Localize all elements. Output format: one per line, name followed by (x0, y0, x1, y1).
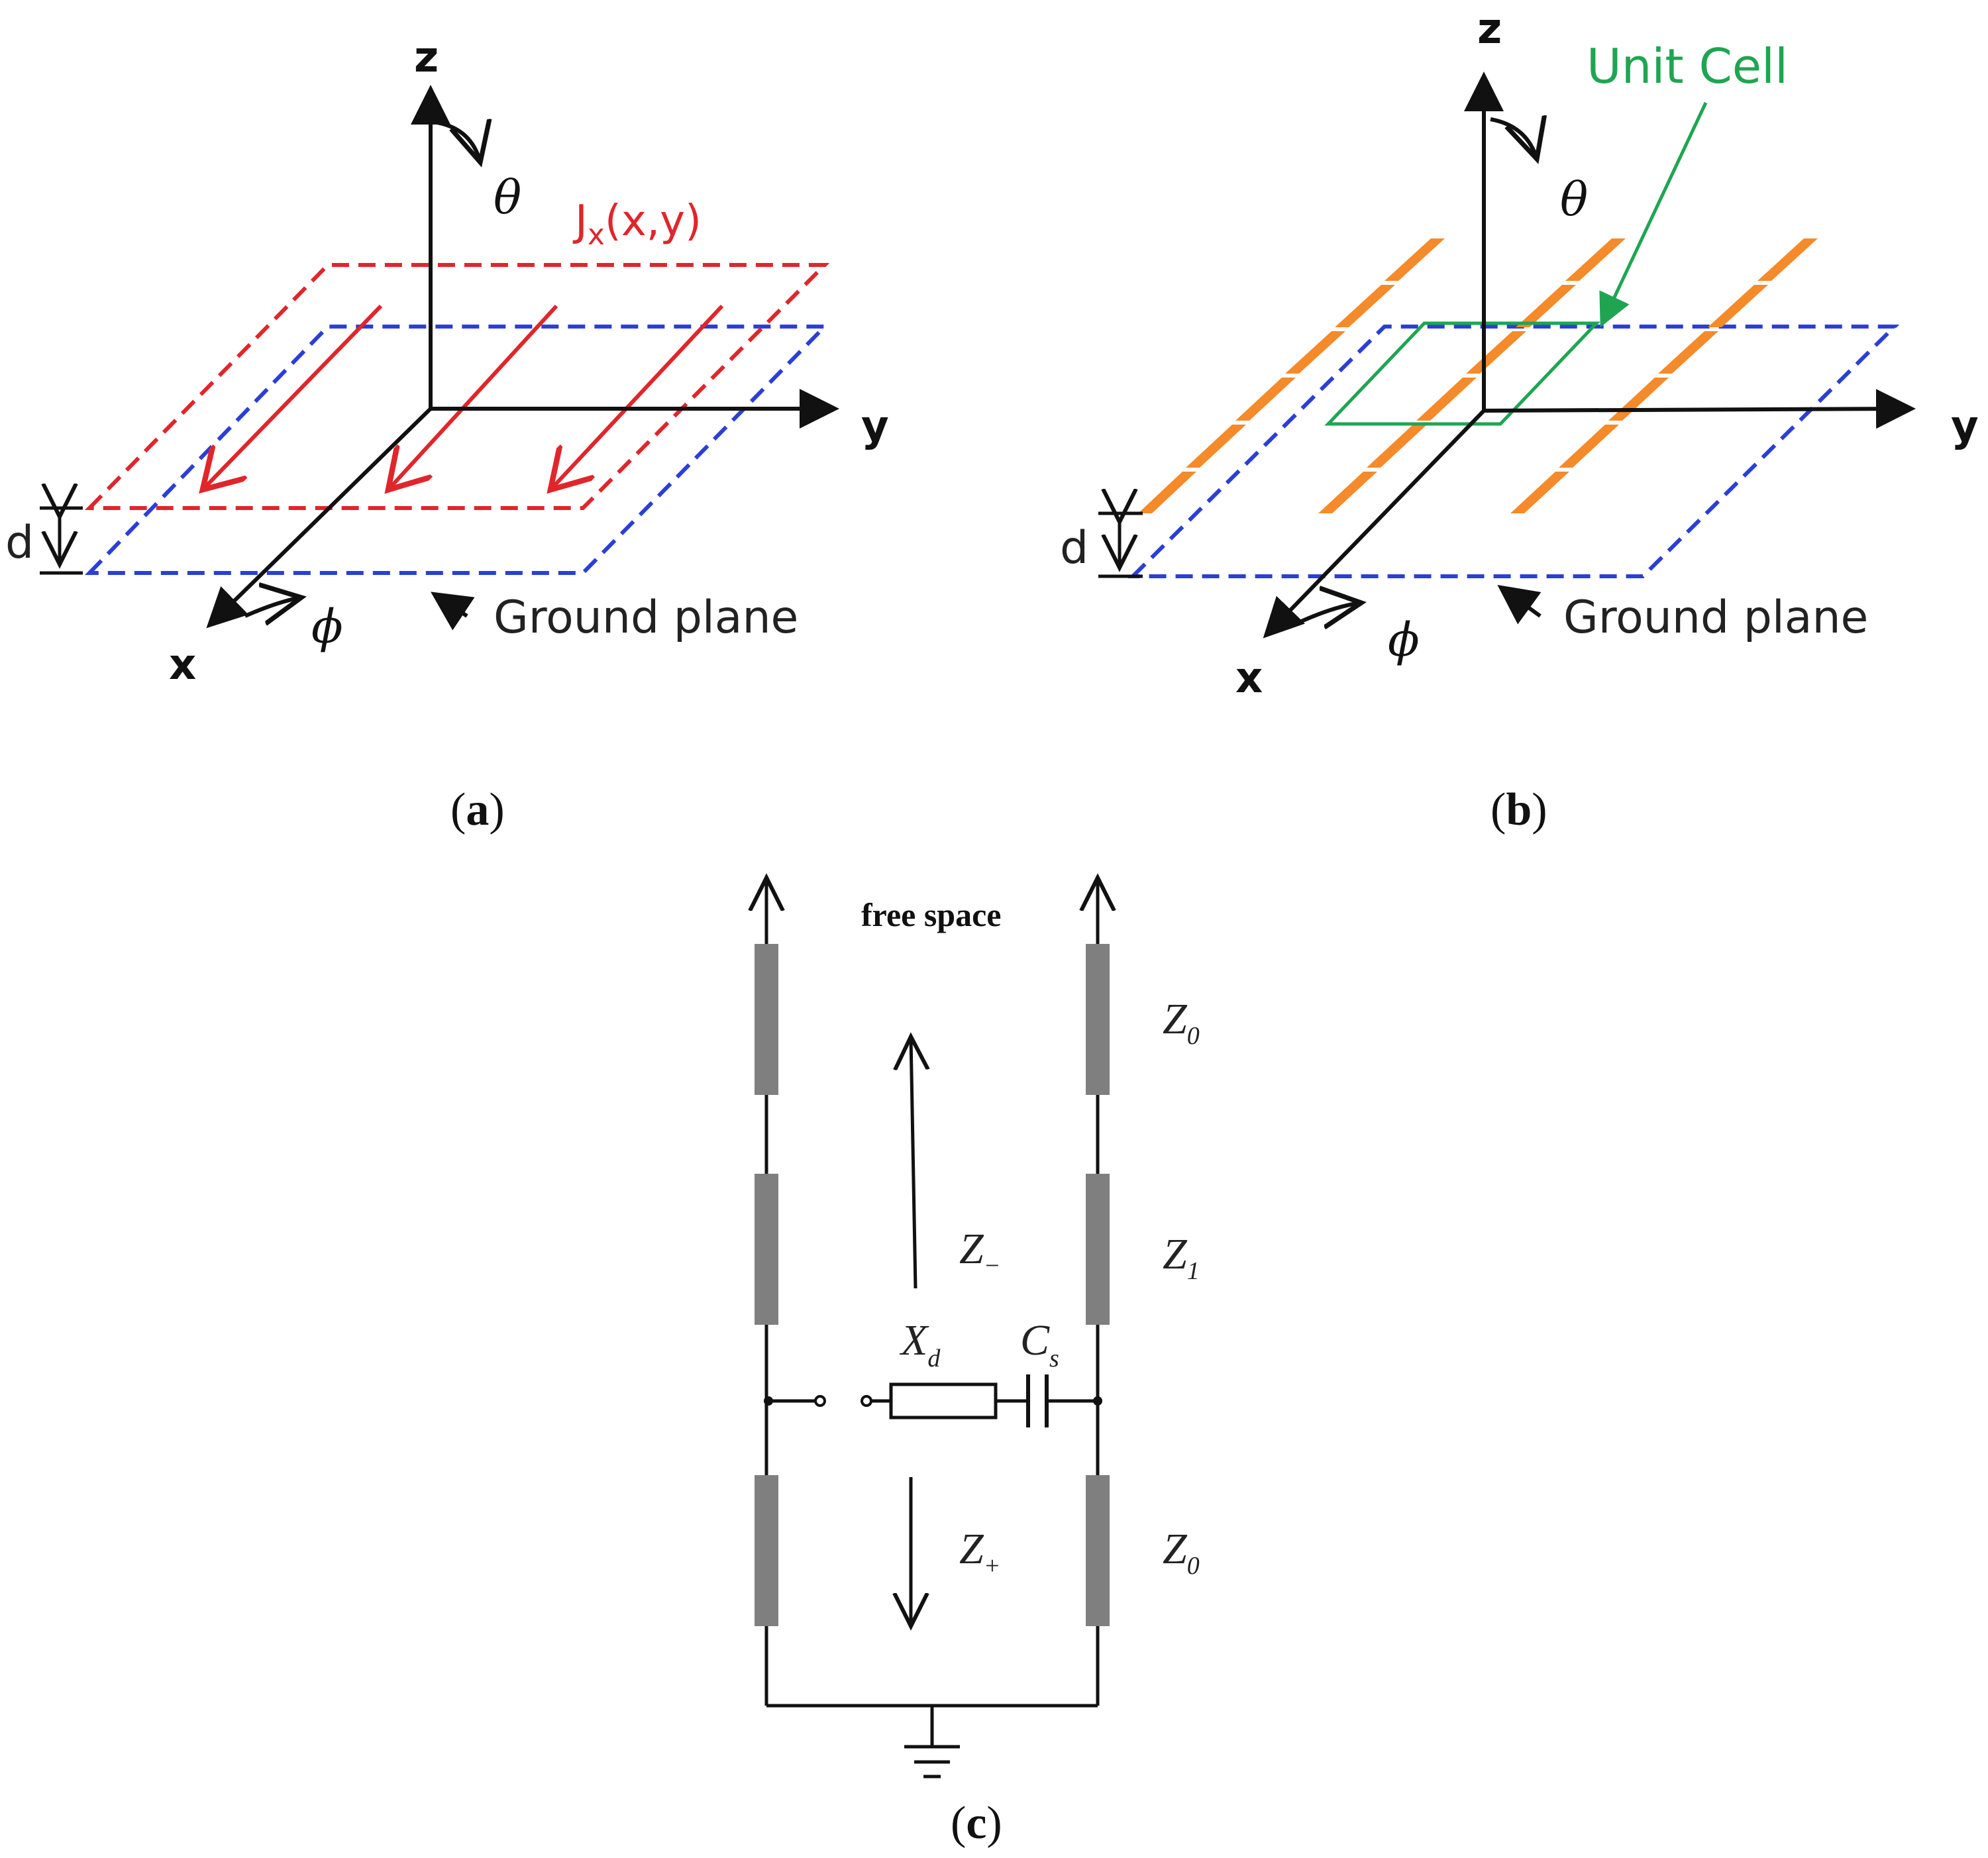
ground-plane-a (84, 325, 830, 575)
dipole (1186, 425, 1246, 468)
panel-a: z y x θ ϕ Jx(x,y) d Ground plane (a) (5, 33, 889, 835)
dipole (1416, 378, 1477, 421)
dipole (1510, 472, 1569, 513)
cs-label: Cs (1020, 1316, 1059, 1372)
tline-left-z1 (755, 1174, 778, 1325)
dipole-row-1 (1138, 238, 1445, 513)
ground-label-b: Ground plane (1563, 592, 1868, 644)
dipole-row-2 (1318, 238, 1626, 513)
x-axis-label-b: x (1235, 654, 1263, 703)
caption-b: (b) (1491, 784, 1547, 835)
theta-label-b: θ (1560, 172, 1588, 227)
caption-a: (a) (450, 784, 505, 835)
tline-right-z0-bottom (1086, 1475, 1110, 1626)
ground-plane-b (1127, 325, 1900, 578)
z-axis-label-a: z (414, 33, 439, 82)
dipole (1708, 285, 1768, 327)
x-axis-b (1263, 409, 1486, 639)
dipole (1608, 378, 1669, 421)
resistor-xd (889, 1382, 998, 1419)
tline-left-z0-bottom (755, 1475, 778, 1626)
current-label-a: Jx(x,y) (572, 197, 702, 252)
junction-right (1093, 1396, 1102, 1406)
dipole (1385, 238, 1445, 281)
x-axis-a (206, 407, 433, 629)
z-axis-label-b: z (1477, 5, 1502, 54)
z-plus-label: Z+ (959, 1525, 1000, 1580)
panel-b: z y x θ ϕ Unit Cell d Ground plane (b) (1060, 5, 1979, 835)
theta-arrow-a (437, 123, 480, 162)
phi-label-b: ϕ (1388, 613, 1420, 667)
z1-label: Z1 (1163, 1230, 1200, 1285)
current-arrow-2 (391, 304, 558, 487)
tline-left-z0-top (755, 944, 778, 1095)
xd-label: Xd (899, 1316, 941, 1372)
d-label-a: d (5, 517, 34, 569)
source-port-terminal-right (861, 1395, 872, 1407)
dipole (1516, 285, 1576, 327)
d-label-b: d (1060, 522, 1088, 574)
phi-arrow-a (244, 597, 301, 616)
tline-right-z1 (1086, 1174, 1110, 1325)
y-axis-label-a: y (861, 402, 889, 451)
x-axis-label-a: x (169, 641, 196, 690)
dipole (1367, 425, 1427, 468)
ground-pointer-a (431, 592, 475, 631)
dipole (1757, 238, 1818, 281)
dipole (1565, 238, 1626, 281)
dipole (1138, 472, 1196, 513)
y-axis-label-b: y (1951, 402, 1979, 451)
dipole (1466, 331, 1526, 374)
dipole (1318, 472, 1377, 513)
dipole (1335, 285, 1395, 327)
phi-label-a: ϕ (311, 599, 343, 654)
y-axis-b (1483, 389, 1916, 429)
free-space-label: free space (861, 896, 1001, 933)
dipole-row-3 (1510, 238, 1818, 513)
source-port-terminal-left (814, 1395, 826, 1407)
z0-bottom-label: Z0 (1163, 1525, 1200, 1580)
dipole (1285, 331, 1345, 374)
tline-right-z0-top (1086, 944, 1110, 1095)
unit-cell (1324, 321, 1600, 426)
current-arrow-1 (205, 304, 383, 487)
dipole (1658, 331, 1718, 374)
unit-cell-label: Unit Cell (1587, 38, 1788, 94)
theta-label-a: θ (494, 170, 521, 225)
arrow-up-z-minus (911, 1037, 916, 1289)
z-minus-label: Z− (959, 1225, 1000, 1280)
panel-c: free space Z0 Z1 Z0 Z− Z+ Xd Cs (c) (755, 878, 1200, 1849)
phi-arrow-b (1297, 603, 1361, 623)
z0-top-label: Z0 (1163, 995, 1200, 1050)
theta-arrow-b (1490, 119, 1537, 159)
unit-cell-pointer (1599, 101, 1708, 328)
current-arrow-3 (553, 304, 724, 487)
ground-pointer-b (1497, 584, 1542, 625)
dipole (1559, 425, 1619, 468)
ground-label-a: Ground plane (494, 592, 798, 644)
caption-c: (c) (951, 1798, 1002, 1849)
source-port-left (764, 1396, 773, 1406)
dipole (1235, 378, 1296, 421)
current-sheet-a (84, 263, 830, 510)
